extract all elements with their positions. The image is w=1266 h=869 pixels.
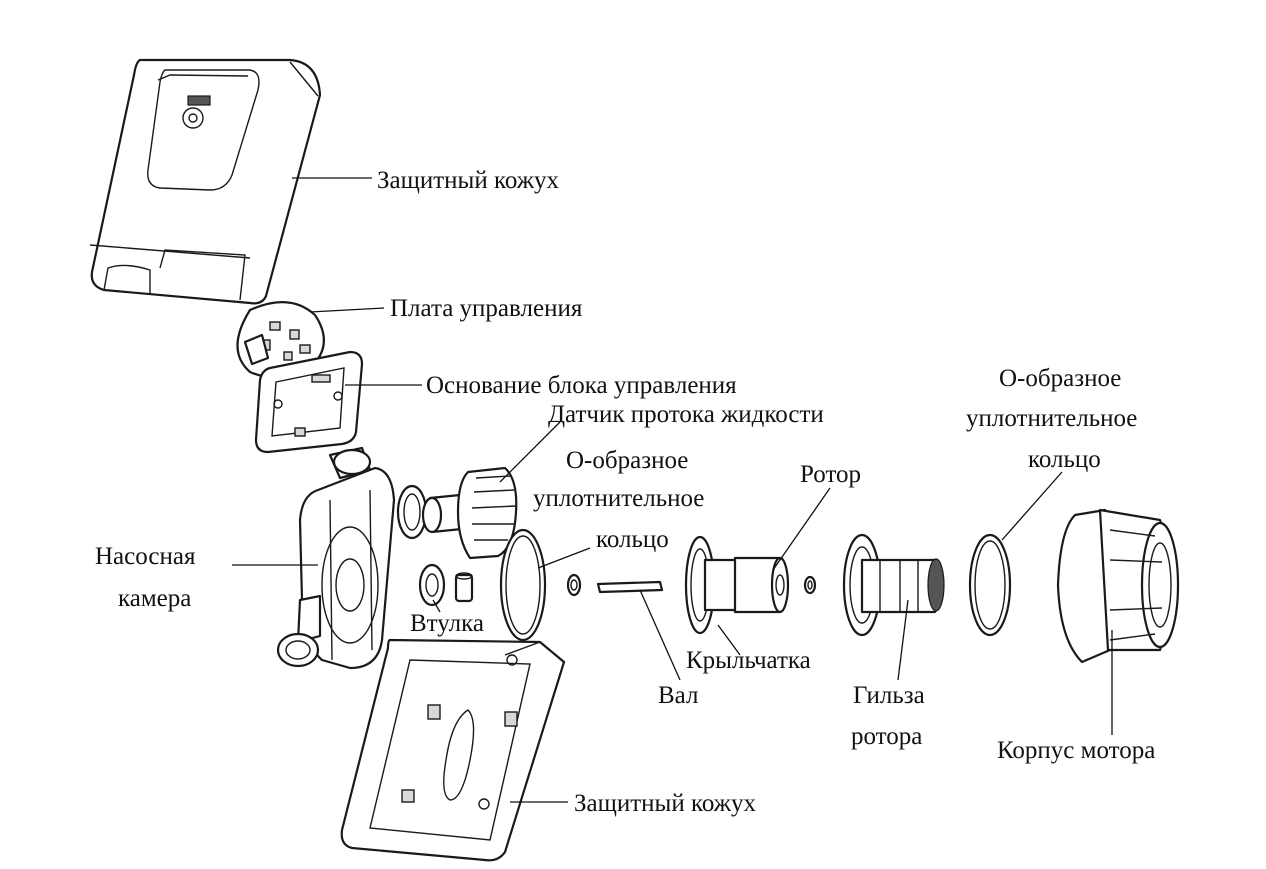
label-bushing: Втулка xyxy=(410,610,484,637)
bushing-part xyxy=(418,563,474,607)
label-motor-housing: Корпус мотора xyxy=(997,737,1155,764)
label-control-base: Основание блока управления xyxy=(426,372,737,399)
label-control-board: Плата управления xyxy=(390,295,583,322)
label-impeller: Крыльчатка xyxy=(686,647,811,674)
bearing-part xyxy=(566,573,582,597)
label-flow-sensor: Датчик протока жидкости xyxy=(548,401,824,428)
label-cover-bottom: Защитный кожух xyxy=(574,790,757,817)
label-cover-top: Защитный кожух xyxy=(377,167,560,194)
label-oring-right-3: кольцо xyxy=(1028,446,1101,473)
impeller-rotor-part xyxy=(684,535,790,635)
label-oring-right-1: О-образное xyxy=(999,365,1121,392)
leader-lines xyxy=(232,177,1113,803)
control-base-part xyxy=(254,350,364,454)
bearing2-part xyxy=(803,575,817,595)
label-pump-chamber-1: Насосная xyxy=(95,543,196,570)
label-rotor-sleeve-2: ротора xyxy=(851,723,922,750)
label-shaft: Вал xyxy=(658,682,698,709)
rotor-sleeve-part xyxy=(842,533,945,637)
top-cover-part xyxy=(89,58,322,305)
label-oring-mid-2: уплотнительное xyxy=(533,485,704,512)
label-oring-right-2: уплотнительное xyxy=(966,405,1137,432)
label-rotor: Ротор xyxy=(800,461,861,488)
right-oring-part xyxy=(968,533,1012,637)
label-rotor-sleeve-1: Гильза xyxy=(853,682,925,709)
flow-sensor-part xyxy=(421,466,518,560)
pump-chamber-part xyxy=(276,446,396,670)
mid-oring-part xyxy=(499,528,547,642)
shaft-part xyxy=(596,580,664,594)
label-oring-mid-1: О-образное xyxy=(566,447,688,474)
small-oring-part xyxy=(396,484,428,540)
control-board-part xyxy=(236,301,325,379)
motor-housing-part xyxy=(1056,508,1180,664)
label-oring-mid-3: кольцо xyxy=(596,526,669,553)
bottom-cover-part xyxy=(340,638,566,862)
label-pump-chamber-2: камера xyxy=(118,585,191,612)
